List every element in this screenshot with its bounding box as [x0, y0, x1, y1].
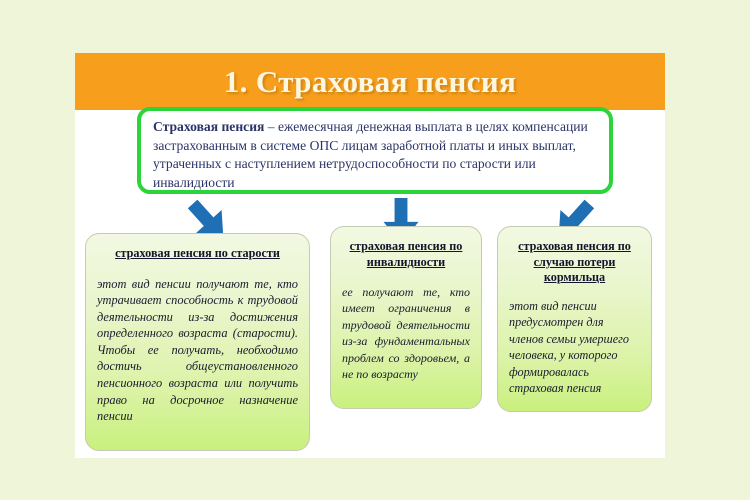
card-body: ее получают те, кто имеет ограничения в …: [342, 285, 470, 382]
definition-term: Страховая пенсия: [153, 119, 265, 134]
title-band: [75, 53, 665, 110]
card-heading: страховая пенсия по старости: [115, 246, 280, 260]
card-body: этот вид пенсии предусмотрен для членов …: [509, 298, 629, 396]
definition-body: – ежемесячная денежная выплата в целях к…: [153, 119, 588, 190]
arrow-down-left-icon: [176, 189, 241, 254]
slide-title: 1. Страховая пенсия: [223, 64, 517, 99]
card-heading: страховая пенсия по инвалидности: [349, 239, 463, 269]
card-disability: страховая пенсия по инвалидности ее полу…: [330, 226, 482, 409]
definition-text: Страховая пенсия – ежемесячная денежная …: [153, 118, 598, 192]
card-old-age: страховая пенсия по старости этот вид пе…: [85, 233, 310, 451]
card-heading: страховая пенсия по случаю потери кормил…: [518, 239, 631, 284]
card-survivor: страховая пенсия по случаю потери кормил…: [497, 226, 652, 412]
card-body: этот вид пенсии получают те, кто утрачив…: [97, 276, 298, 424]
definition-box: Страховая пенсия – ежемесячная денежная …: [137, 107, 613, 194]
